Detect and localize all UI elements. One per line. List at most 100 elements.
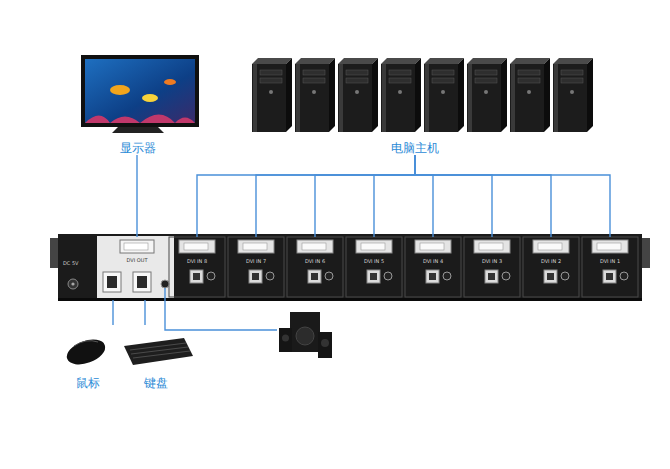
dvi-pins: [124, 243, 148, 250]
port-label: DVI IN 1: [585, 258, 635, 264]
tower-front: [424, 64, 458, 132]
dvi-pins: [184, 243, 208, 250]
port-label: DVI IN 4: [408, 258, 458, 264]
satellite-speaker: [318, 332, 332, 358]
connector-line: [415, 155, 433, 237]
speaker-cone: [282, 335, 289, 342]
tower-side: [458, 58, 464, 132]
audio-jack: [443, 272, 451, 280]
kvm-chassis: [58, 234, 642, 300]
kvm-switch: DC 5VDVI OUTDVI IN 8DVI IN 7DVI IN 6DVI …: [58, 234, 642, 300]
fish: [142, 94, 158, 102]
drive-bay: [475, 78, 497, 83]
dvi-input-port: DVI IN 7: [231, 237, 281, 264]
drive-bay: [475, 70, 497, 75]
drive-bay: [432, 70, 454, 75]
port-frame: [464, 237, 520, 297]
drive-bay: [303, 70, 325, 75]
drive-bay: [518, 70, 540, 75]
dvi-input-port: DVI IN 5: [349, 237, 399, 264]
tower-front: [510, 64, 544, 132]
dvi-input-port: DVI IN 4: [408, 237, 458, 264]
connector-line: [136, 155, 137, 237]
tower-edge: [382, 64, 386, 132]
dc-jack: [68, 279, 78, 289]
dvi-connector: [474, 240, 510, 253]
tower-side: [415, 58, 421, 132]
usb-b-port: [249, 270, 262, 283]
usb-b-port: [367, 270, 380, 283]
usb-b-tongue: [252, 273, 259, 280]
port-label: DVI IN 6: [290, 258, 340, 264]
mouse: 鼠标: [60, 325, 115, 390]
power-button: [269, 90, 273, 94]
tower-front: [467, 64, 501, 132]
port-frame: [582, 237, 638, 297]
dvi-connector: [533, 240, 569, 253]
dvi-connector: [356, 240, 392, 253]
power-button: [484, 90, 488, 94]
satellite-speaker: [279, 328, 292, 352]
dvi-output-port: DVI OUT: [118, 237, 156, 263]
port-label: DC 5V: [63, 260, 79, 266]
drive-bay: [561, 78, 583, 83]
usb-b-port: [190, 270, 203, 283]
tower-side: [372, 58, 378, 132]
tower-side: [501, 58, 507, 132]
usb-b-port: [308, 270, 321, 283]
subwoofer: [290, 312, 320, 352]
tower-edge: [253, 64, 257, 132]
mouse-button-line: [74, 341, 98, 346]
subwoofer-cone: [296, 327, 314, 345]
port-label: DVI OUT: [118, 257, 156, 263]
tower-edge: [511, 64, 515, 132]
keyboard-keys: [130, 343, 190, 358]
tower-front: [295, 64, 329, 132]
connector-line: [415, 155, 492, 237]
power-button: [312, 90, 316, 94]
drive-bay: [432, 78, 454, 83]
dvi-input-port: DVI IN 2: [526, 237, 576, 264]
audio-jack: [266, 272, 274, 280]
fish: [110, 85, 130, 95]
audio-jack: [620, 272, 628, 280]
usb-b-port: [426, 270, 439, 283]
drive-bay: [346, 78, 368, 83]
tower-front: [252, 64, 286, 132]
dvi-connector: [179, 240, 215, 253]
dvi-connector: [297, 240, 333, 253]
port-frame: [346, 237, 402, 297]
dvi-connector: [120, 240, 154, 253]
output-panel: [97, 236, 174, 298]
power-button: [527, 90, 531, 94]
audio-wire: [165, 288, 277, 330]
tower-edge: [468, 64, 472, 132]
port-label: DVI IN 7: [231, 258, 281, 264]
fish: [164, 79, 176, 85]
tower-edge: [339, 64, 343, 132]
mouse-body: [63, 335, 108, 369]
port-label: DVI IN 2: [526, 258, 576, 264]
usb-b-tongue: [370, 273, 377, 280]
tower-top: [381, 58, 421, 64]
connector-line: [415, 155, 551, 237]
port-frame: [169, 237, 225, 297]
audio-jack: [325, 272, 333, 280]
audio-jack: [161, 280, 169, 288]
device-label: 显示器: [75, 141, 200, 155]
power-button: [398, 90, 402, 94]
tower-edge: [425, 64, 429, 132]
dvi-pins: [479, 243, 503, 250]
audio-jack: [502, 272, 510, 280]
port-frame: [287, 237, 343, 297]
dvi-input-port: DVI IN 1: [585, 237, 635, 264]
dvi-connector: [238, 240, 274, 253]
audio-jack: [207, 272, 215, 280]
computer-towers: [252, 58, 593, 132]
usb-b-port: [485, 270, 498, 283]
dvi-pins: [538, 243, 562, 250]
connector-line: [315, 155, 415, 237]
tower-top: [295, 58, 335, 64]
tower-front: [338, 64, 372, 132]
